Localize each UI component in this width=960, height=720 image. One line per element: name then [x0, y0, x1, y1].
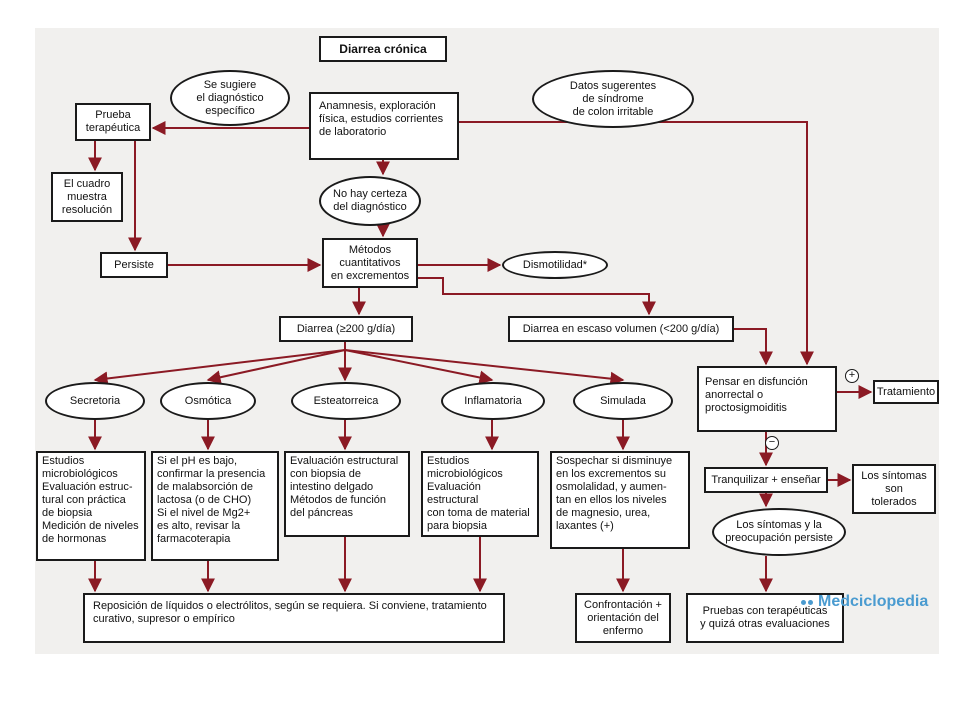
- node-confrontacion: Confrontación + orientación del enfermo: [575, 593, 671, 643]
- node-tranquilizar: Tranquilizar + enseñar: [704, 467, 828, 493]
- node-sintomas-persiste: Los síntomas y la preocupación persiste: [712, 508, 846, 556]
- arrow-split-simulada: [344, 349, 625, 386]
- arrow-split-inflamatoria: [344, 349, 494, 385]
- node-cuadro-resolucion: El cuadro muestra resolución: [51, 172, 123, 222]
- medciclopedia-logo-icon: [800, 593, 814, 611]
- watermark-text: Medciclopedia: [818, 593, 929, 610]
- node-metodos-cuantitativos: Métodos cuantitativos en excrementos: [322, 238, 418, 288]
- node-datos-colon-irritable: Datos sugerentes de síndrome de colon ir…: [532, 70, 694, 128]
- node-osmotica: Osmótica: [160, 382, 256, 420]
- flowchart-canvas: Diarrea crónica Se sugiere el diagnóstic…: [35, 28, 939, 654]
- arrow-metodos-to-escaso: [418, 277, 656, 316]
- node-anamnesis: Anamnesis, exploración física, estudios …: [309, 92, 459, 160]
- node-sintomas-tolerados: Los síntomas son tolerados: [852, 464, 936, 514]
- node-simulada: Simulada: [573, 382, 673, 420]
- study-esteatorreica: Evaluación estructural con biopsia de in…: [284, 451, 410, 537]
- node-diarrea-cronica: Diarrea crónica: [319, 36, 447, 62]
- node-esteatorreica: Esteatorreica: [291, 382, 401, 420]
- node-reposicion: Reposición de líquidos o electrólitos, s…: [83, 593, 505, 643]
- node-prueba-terapeutica: Prueba terapéutica: [75, 103, 151, 141]
- arrow-split-osmotica: [206, 349, 346, 385]
- node-pruebas-terapeuticas: Pruebas con terapéuticas y quizá otras e…: [686, 593, 844, 643]
- study-secretoria: Estudios microbiológicos Evaluación estr…: [36, 451, 146, 561]
- node-diarrea-escaso: Diarrea en escaso volumen (<200 g/día): [508, 316, 734, 342]
- node-diarrea-200: Diarrea (≥200 g/día): [279, 316, 413, 342]
- study-inflamatoria: Estudios microbiológicos Evaluación estr…: [421, 451, 539, 537]
- node-persiste: Persiste: [100, 252, 168, 278]
- node-tratamiento: Tratamiento: [873, 380, 939, 404]
- node-inflamatoria: Inflamatoria: [441, 382, 545, 420]
- study-osmotica: Si el pH es bajo, confirmar la presencia…: [151, 451, 279, 561]
- node-no-certeza: No hay certeza del diagnóstico: [319, 176, 421, 226]
- arrow-split-secretoria: [93, 342, 346, 386]
- medciclopedia-watermark: Medciclopedia: [800, 593, 928, 611]
- node-secretoria: Secretoria: [45, 382, 145, 420]
- node-dismotilidad: Dismotilidad*: [502, 251, 608, 279]
- study-simulada: Sospechar si disminuye en los excremento…: [550, 451, 690, 549]
- plus-sign: +: [845, 369, 859, 383]
- node-sugiere-diagnostico: Se sugiere el diagnóstico específico: [170, 70, 290, 126]
- arrow-escaso-to-pensar: [734, 328, 773, 366]
- node-pensar-disfuncion: Pensar en disfunción anorrectal o procto…: [697, 366, 837, 432]
- minus-sign: −: [765, 436, 779, 450]
